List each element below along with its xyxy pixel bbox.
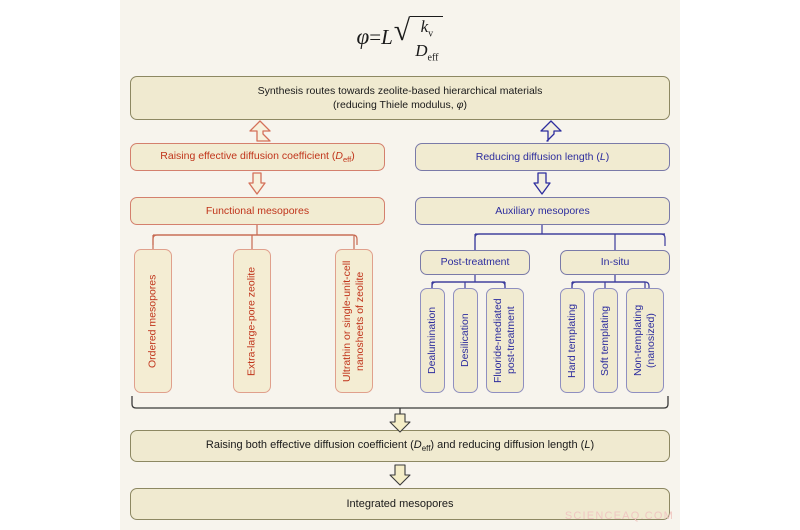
merge-box-label: Raising both effective diffusion coeffic… bbox=[205, 438, 595, 453]
leaf-ordered-mesopores: Ordered mesopores bbox=[134, 249, 172, 393]
leaf-ultrathin-nanosheets: Ultrathin or single-unit-cell nanosheets… bbox=[335, 249, 373, 393]
right-down-arrow-icon bbox=[533, 172, 551, 195]
integrated-mesopores-box: Integrated mesopores bbox=[130, 488, 670, 520]
red-bracket bbox=[152, 225, 358, 249]
functional-mesopores-box: Functional mesopores bbox=[130, 197, 385, 225]
leaf-ultrathin-nanosheets-label: Ultrathin or single-unit-cell nanosheets… bbox=[340, 260, 366, 382]
formula-L: L bbox=[381, 24, 393, 49]
leaf-hard-templating-label: Hard templating bbox=[565, 303, 578, 378]
leaf-desilication-label: Desilication bbox=[458, 313, 471, 368]
leaf-desilication: Desilication bbox=[453, 288, 478, 393]
formula-phi: φ bbox=[356, 24, 370, 49]
thiele-modulus-formula: φ = L √ kv Deff bbox=[120, 4, 680, 70]
in-situ-label: In-situ bbox=[600, 256, 630, 269]
auxiliary-mesopores-label: Auxiliary mesopores bbox=[495, 204, 590, 217]
combine-bracket bbox=[131, 396, 669, 418]
formula-equals: = bbox=[369, 24, 382, 49]
watermark: SCIENCEAQ.COM bbox=[564, 510, 674, 522]
top-box-line1: Synthesis routes towards zeolite-based h… bbox=[257, 84, 543, 97]
left-down-arrow-icon bbox=[248, 172, 266, 195]
blue-bracket-top bbox=[474, 225, 666, 250]
integrated-mesopores-label: Integrated mesopores bbox=[346, 497, 454, 510]
leaf-extra-large-pore-zeolite: Extra-large-pore zeolite bbox=[233, 249, 271, 393]
formula-radical: √ kv Deff bbox=[394, 11, 444, 64]
reducing-diffusion-length-box: Reducing diffusion length (L) bbox=[415, 143, 670, 171]
leaf-fluoride-mediated-label: Fluoride-mediated post-treatment bbox=[491, 298, 517, 383]
merge-box: Raising both effective diffusion coeffic… bbox=[130, 430, 670, 462]
in-situ-box: In-situ bbox=[560, 250, 670, 275]
right-level1-label: Reducing diffusion length (L) bbox=[475, 150, 610, 163]
formula-fraction: kv Deff bbox=[410, 15, 444, 64]
leaf-non-templating-label: Non-templating (nanosized) bbox=[631, 304, 657, 377]
leaf-soft-templating: Soft templating bbox=[593, 288, 618, 393]
auxiliary-mesopores-box: Auxiliary mesopores bbox=[415, 197, 670, 225]
leaf-dealumination: Dealumination bbox=[420, 288, 445, 393]
sqrt-icon: √ bbox=[393, 13, 411, 47]
blue-bracket-post-treatment bbox=[431, 275, 506, 288]
top-box-line2: (reducing Thiele modulus, φ) bbox=[333, 99, 467, 111]
up-right-arrow-icon bbox=[540, 120, 562, 142]
blue-bracket-in-situ bbox=[571, 275, 650, 288]
leaf-extra-large-pore-zeolite-label: Extra-large-pore zeolite bbox=[245, 266, 258, 376]
final-down-arrow-icon bbox=[389, 464, 411, 486]
leaf-ordered-mesopores-label: Ordered mesopores bbox=[146, 274, 159, 368]
post-treatment-box: Post-treatment bbox=[420, 250, 530, 275]
leaf-non-templating-nanosized: Non-templating (nanosized) bbox=[626, 288, 664, 393]
formula-denominator: Deff bbox=[415, 41, 439, 64]
functional-mesopores-label: Functional mesopores bbox=[205, 204, 310, 217]
raising-diffusion-coefficient-box: Raising effective diffusion coefficient … bbox=[130, 143, 385, 171]
leaf-hard-templating: Hard templating bbox=[560, 288, 585, 393]
formula-numerator: kv bbox=[420, 16, 434, 39]
up-left-arrow-icon bbox=[249, 120, 271, 142]
leaf-soft-templating-label: Soft templating bbox=[598, 305, 611, 376]
post-treatment-label: Post-treatment bbox=[440, 256, 510, 269]
leaf-dealumination-label: Dealumination bbox=[425, 306, 438, 375]
leaf-fluoride-mediated-post-treatment: Fluoride-mediated post-treatment bbox=[486, 288, 524, 393]
left-level1-label: Raising effective diffusion coefficient … bbox=[160, 149, 355, 164]
top-synthesis-routes-box: Synthesis routes towards zeolite-based h… bbox=[130, 76, 670, 120]
figure-canvas: φ = L √ kv Deff Synthesis routes towards… bbox=[120, 0, 680, 530]
